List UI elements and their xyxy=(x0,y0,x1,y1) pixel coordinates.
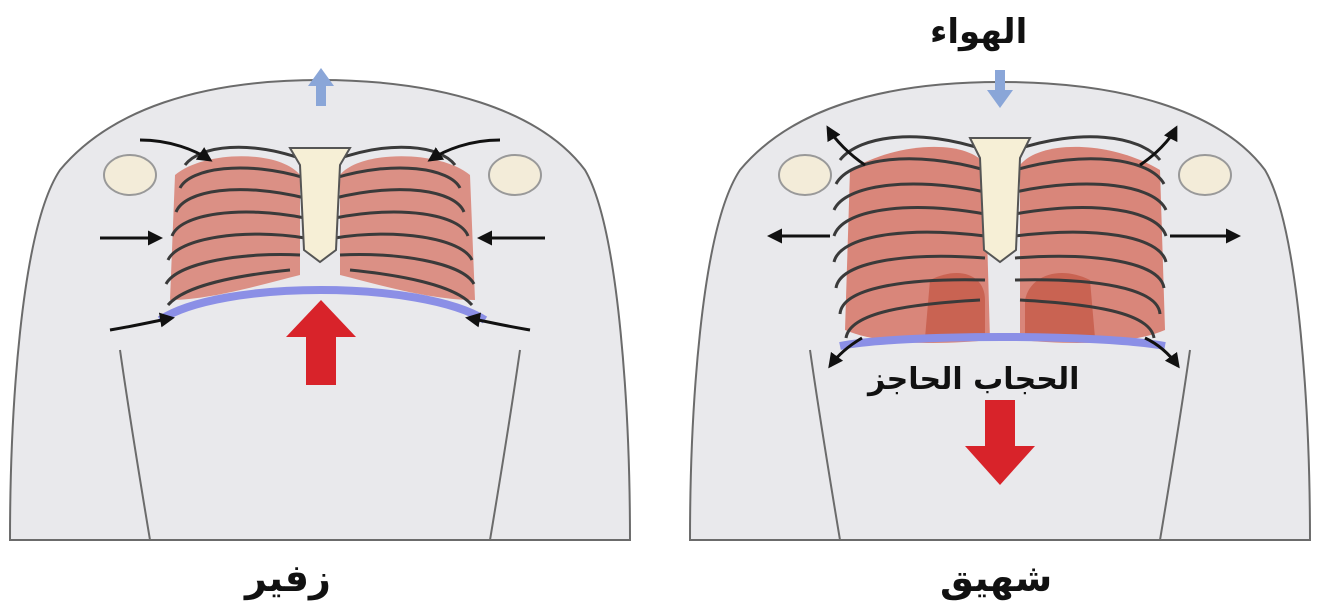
inhalation-label: شهيق xyxy=(940,556,1052,600)
inhalation-right-shoulder-bone xyxy=(1179,155,1231,195)
diaphragm-label: الحجاب الحاجز xyxy=(868,362,1079,397)
exhalation-left-shoulder-bone xyxy=(104,155,156,195)
inhalation-panel xyxy=(690,70,1310,540)
inhalation-lung-shade-left xyxy=(925,273,985,338)
air-label: الهواء xyxy=(930,12,1027,52)
exhalation-panel xyxy=(10,68,630,540)
exhalation-label: زفير xyxy=(245,556,331,600)
exhalation-right-shoulder-bone xyxy=(489,155,541,195)
inhalation-left-shoulder-bone xyxy=(779,155,831,195)
